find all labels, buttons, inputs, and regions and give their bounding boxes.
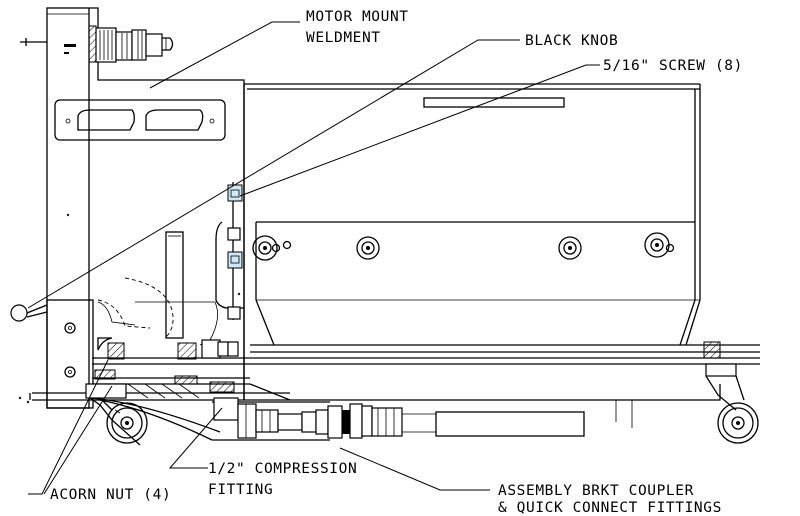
caster-wheel-left bbox=[85, 383, 148, 446]
tank-bolt bbox=[644, 232, 670, 258]
tank-bolt bbox=[558, 236, 582, 260]
base-frame bbox=[29, 337, 760, 441]
callout-compression-fitting: 1/2" COMPRESSION FITTING bbox=[208, 461, 357, 498]
bracket-label-line2: & QUICK CONNECT FITTINGS bbox=[498, 500, 722, 516]
leader-lines bbox=[27, 21, 600, 495]
quick-connect-fittings bbox=[212, 397, 585, 441]
motor-assembly bbox=[88, 25, 174, 63]
screw-label: 5/16" SCREW (8) bbox=[603, 58, 743, 74]
callout-motor-mount: MOTOR MOUNT WELDMENT bbox=[306, 9, 409, 46]
caster-wheel-right bbox=[705, 363, 759, 444]
bracket-label-line1: ASSEMBLY BRKT COUPLER bbox=[498, 483, 694, 499]
tank-bolt bbox=[252, 235, 278, 261]
motor-mount-label-line1: MOTOR MOUNT bbox=[306, 9, 409, 25]
black-knob-label: BLACK KNOB bbox=[525, 33, 618, 49]
hopper-tank bbox=[215, 83, 760, 428]
motor-mount-label-line2: WELDMENT bbox=[306, 30, 381, 46]
compression-label-line2: FITTING bbox=[208, 482, 273, 498]
callout-bracket-coupler: ASSEMBLY BRKT COUPLER & QUICK CONNECT FI… bbox=[498, 483, 722, 516]
black-knob bbox=[10, 304, 48, 322]
compression-label-line1: 1/2" COMPRESSION bbox=[208, 461, 357, 477]
acorn-nut-label: ACORN NUT (4) bbox=[50, 487, 171, 503]
tank-bolt bbox=[356, 236, 380, 260]
